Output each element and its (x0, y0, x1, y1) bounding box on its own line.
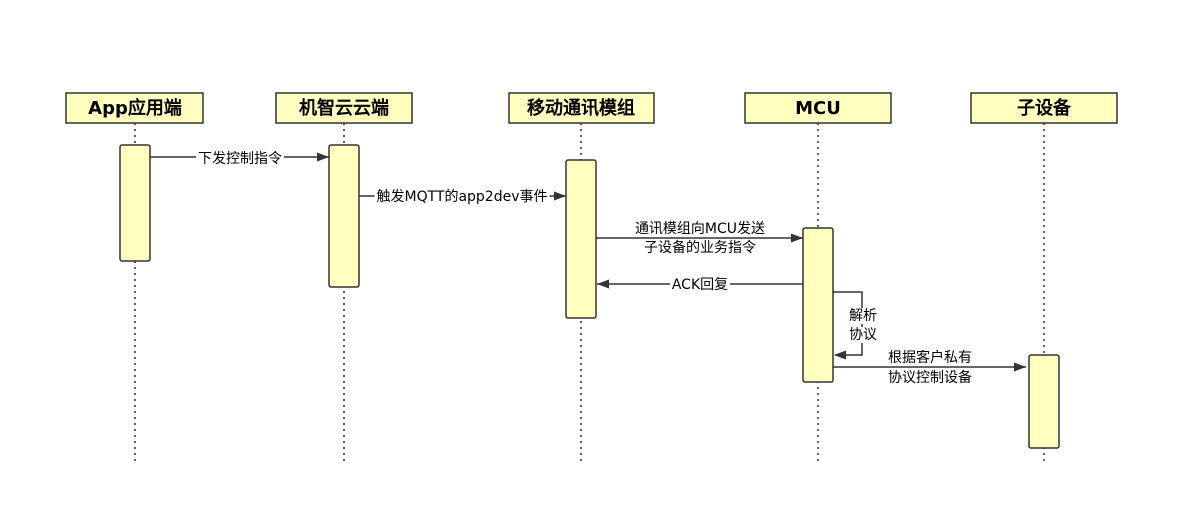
message-label-background (847, 327, 879, 343)
message-label-background (632, 221, 768, 237)
actor-app: App应用端 (65, 92, 204, 124)
message-label-background (669, 276, 731, 293)
actor-label: 移动通讯模组 (527, 97, 635, 119)
activation-bar-mcu (802, 227, 834, 383)
actor-mcu: MCU (744, 92, 892, 124)
message-label: 下发控制指令 (198, 151, 282, 167)
message-label-background (886, 369, 974, 386)
actor-box (970, 92, 1118, 124)
activation-bar-app (119, 144, 151, 262)
actor-label: 子设备 (1017, 97, 1072, 119)
message-label: 通讯模组向MCU发送 (635, 221, 765, 237)
actor-box (65, 92, 204, 124)
message-1: 下发控制指令 (150, 151, 329, 167)
actor-box (275, 92, 413, 124)
message-4: ACK回复 (597, 276, 803, 293)
message-2: 触发MQTT的app2dev事件 (359, 189, 566, 205)
arrowhead (597, 279, 609, 289)
message-label: 触发MQTT的app2dev事件 (376, 189, 547, 205)
actor-box (508, 92, 655, 124)
actor-module: 移动通讯模组 (508, 92, 655, 124)
message-label-background (886, 349, 974, 366)
message-label: 协议控制设备 (888, 369, 972, 386)
actor-cloud: 机智云云端 (275, 92, 413, 124)
actor-label: MCU (795, 98, 841, 119)
actor-label: 机智云云端 (299, 97, 389, 119)
activation-bar-cloud (328, 144, 360, 288)
activation-bar-subdevice (1028, 354, 1060, 449)
arrowhead (791, 233, 803, 243)
message-label: ACK回复 (672, 276, 728, 293)
message-label: 协议 (849, 327, 877, 343)
arrowhead (317, 152, 329, 162)
actor-label: App应用端 (88, 97, 182, 119)
message-label-background (374, 189, 550, 205)
message-label: 解析 (849, 308, 877, 324)
message-label-background (847, 308, 879, 324)
arrowhead (834, 350, 846, 360)
message-label-background (642, 239, 758, 256)
actor-box (744, 92, 892, 124)
message-label-background (196, 151, 284, 167)
arrowhead (1014, 362, 1026, 372)
activation-bar-module (565, 159, 597, 319)
message-label: 子设备的业务指令 (644, 239, 756, 256)
arrowhead (554, 191, 566, 201)
actor-subdevice: 子设备 (970, 92, 1118, 124)
message-label: 根据客户私有 (888, 349, 972, 366)
